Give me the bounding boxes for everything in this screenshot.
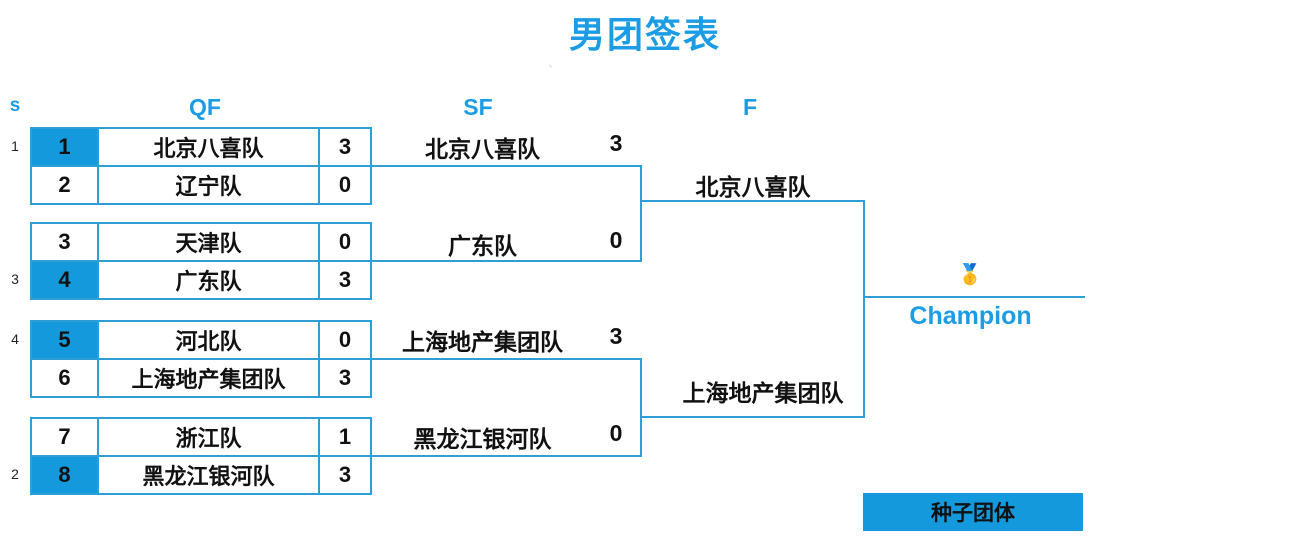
team-name-cell: 广东队 <box>99 262 320 298</box>
sf-team-name: 黑龙江银河队 <box>413 426 552 452</box>
sf-team-score: 0 <box>609 227 623 253</box>
qf-match-1: 1 北京八喜队 3 2 辽宁队 0 <box>30 127 372 205</box>
seed-number-cell: 7 <box>32 419 99 455</box>
table-row: 8 黑龙江银河队 3 <box>32 457 370 493</box>
seed-number-cell: 6 <box>32 360 99 396</box>
seed-number-cell: 5 <box>32 322 99 358</box>
team-name-cell: 浙江队 <box>99 419 320 455</box>
table-row: 5 河北队 0 <box>32 322 370 360</box>
champion-line <box>863 296 1085 298</box>
connector-line <box>370 165 642 167</box>
seed-rank-label: 1 <box>11 138 19 154</box>
sf-team-score: 3 <box>609 323 623 349</box>
seed-number-cell: 4 <box>32 262 99 298</box>
connector-line <box>640 416 865 418</box>
table-row: 7 浙江队 1 <box>32 419 370 457</box>
score-cell: 0 <box>338 229 352 254</box>
connector-line <box>370 358 642 360</box>
connector-line <box>640 165 642 262</box>
final-team-name: 北京八喜队 <box>695 174 811 200</box>
column-header-sf: SF <box>463 94 493 120</box>
connector-line <box>640 358 642 457</box>
seed-number-cell: 2 <box>32 167 99 203</box>
seed-rank-label: 2 <box>11 466 19 482</box>
team-name-cell: 黑龙江银河队 <box>99 457 320 493</box>
qf-match-3: 5 河北队 0 6 上海地产集团队 3 <box>30 320 372 398</box>
final-team-name: 上海地产集团队 <box>682 380 844 406</box>
sf-team-name: 北京八喜队 <box>425 136 540 162</box>
team-name-cell: 河北队 <box>99 322 320 358</box>
seed-number-cell: 1 <box>32 129 99 165</box>
gold-medal-icon: 🥇 <box>957 264 983 286</box>
score-cell: 0 <box>338 172 352 197</box>
connector-line <box>863 200 865 418</box>
team-name-cell: 天津队 <box>99 224 320 260</box>
score-cell: 0 <box>338 327 352 352</box>
team-name-cell: 北京八喜队 <box>99 129 320 165</box>
sf-team-name: 上海地产集团队 <box>402 329 563 355</box>
seed-number-cell: 3 <box>32 224 99 260</box>
table-row: 3 天津队 0 <box>32 224 370 262</box>
column-header-qf: QF <box>189 94 221 120</box>
table-row: 6 上海地产集团队 3 <box>32 360 370 396</box>
sf-team-score: 0 <box>609 420 623 446</box>
column-header-seed: s <box>9 95 21 116</box>
score-cell: 3 <box>338 462 352 487</box>
connector-line <box>370 455 642 457</box>
team-name-cell: 辽宁队 <box>99 167 320 203</box>
seeded-teams-legend: 种子团体 <box>863 493 1083 531</box>
score-cell: 3 <box>338 134 352 159</box>
seed-rank-label: 3 <box>11 271 19 287</box>
column-header-f: F <box>742 94 758 120</box>
table-row: 1 北京八喜队 3 <box>32 129 370 167</box>
seed-rank-label: 4 <box>11 331 19 347</box>
team-name-cell: 上海地产集团队 <box>99 360 320 396</box>
score-cell: 3 <box>338 365 352 390</box>
seed-number-cell: 8 <box>32 457 99 493</box>
sf-team-score: 3 <box>609 130 623 156</box>
watermark-mark: ` <box>548 64 554 81</box>
connector-line <box>370 260 642 262</box>
table-row: 4 广东队 3 <box>32 262 370 298</box>
connector-line <box>640 200 865 202</box>
table-row: 2 辽宁队 0 <box>32 167 370 203</box>
score-cell: 1 <box>338 424 352 449</box>
champion-label: Champion <box>909 302 1032 330</box>
page-title: 男团签表 <box>568 14 721 55</box>
qf-match-4: 7 浙江队 1 8 黑龙江银河队 3 <box>30 417 372 495</box>
score-cell: 3 <box>338 267 352 292</box>
sf-team-name: 广东队 <box>448 233 517 259</box>
qf-match-2: 3 天津队 0 4 广东队 3 <box>30 222 372 300</box>
